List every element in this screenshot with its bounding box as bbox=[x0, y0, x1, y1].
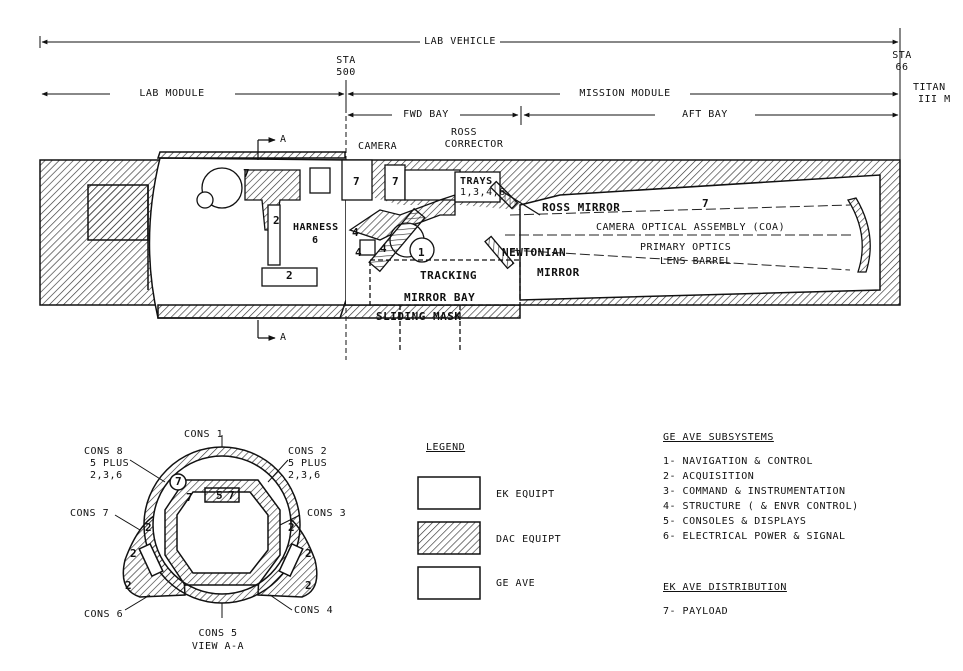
xs-numeral: 2 bbox=[305, 579, 313, 592]
ek-ave-item: 7- PAYLOAD bbox=[663, 606, 729, 617]
legend-ge-label: GE AVE bbox=[496, 578, 536, 589]
cons5-label: CONS 5 bbox=[198, 628, 238, 639]
legend-title: LEGEND bbox=[426, 442, 466, 453]
section-a-top: A bbox=[280, 134, 287, 145]
sliding-mask-label: SLIDING MASK bbox=[376, 310, 462, 323]
xs-numeral: 7 bbox=[186, 491, 194, 504]
ross-corrector-label-2: CORRECTOR bbox=[444, 139, 504, 150]
side-numeral: 1 bbox=[418, 246, 426, 259]
cons1-label: CONS 1 bbox=[184, 429, 224, 440]
cross-section-view bbox=[122, 446, 318, 604]
cons2-label-2: 5 PLUS bbox=[288, 458, 328, 469]
ge-ave-title: GE AVE SUBSYSTEMS bbox=[663, 432, 774, 443]
mirror-bay-label: MIRROR BAY bbox=[404, 291, 476, 304]
cons8-label-1: CONS 8 bbox=[84, 446, 124, 457]
ge-ave-item: 1- NAVIGATION & CONTROL bbox=[663, 456, 813, 467]
trays-label-2: 1,3,4,6 bbox=[460, 187, 506, 198]
side-numeral: 2 bbox=[286, 269, 294, 282]
cons7-label: CONS 7 bbox=[70, 508, 110, 519]
ge-ave-item: 5- CONSOLES & DISPLAYS bbox=[663, 516, 807, 527]
section-markers bbox=[257, 137, 276, 341]
cons2-label-3: 2,3,6 bbox=[288, 470, 321, 481]
xs-numeral: 2 bbox=[145, 521, 153, 534]
cons2-label-1: CONS 2 bbox=[288, 446, 328, 457]
view-aa-label: VIEW A-A bbox=[191, 641, 245, 652]
mirror-label: MIRROR bbox=[537, 266, 580, 279]
fwd-bay-label: FWD BAY bbox=[403, 109, 449, 120]
titan-label-2: III M bbox=[918, 94, 951, 105]
newtonian-label: NEWTONIAN bbox=[502, 246, 567, 259]
xs-numeral: 2 bbox=[130, 547, 138, 560]
ge-ave-list: 1- NAVIGATION & CONTROL 2- ACQUISITION 3… bbox=[663, 456, 859, 546]
xs-numeral: 7 bbox=[175, 475, 183, 488]
xs-numeral: 2 bbox=[305, 547, 313, 560]
side-numeral: 7 bbox=[353, 175, 361, 188]
legend-dac-label: DAC EQUIPT bbox=[496, 534, 562, 545]
aft-bay-label: AFT BAY bbox=[682, 109, 728, 120]
legend-ek-label: EK EQUIPT bbox=[496, 489, 555, 500]
titan-label-1: TITAN bbox=[913, 82, 946, 93]
cons8-label-2: 5 PLUS bbox=[90, 458, 130, 469]
optical-rays bbox=[505, 204, 855, 271]
side-numeral: 7 bbox=[702, 197, 710, 210]
section-a-bottom: A bbox=[280, 332, 287, 343]
xs-numeral: 2 bbox=[288, 521, 296, 534]
lab-vehicle-label: LAB VEHICLE bbox=[424, 36, 496, 47]
dimension-lines bbox=[39, 28, 901, 360]
lab-module-label: LAB MODULE bbox=[139, 88, 205, 99]
cons4-label: CONS 4 bbox=[294, 605, 334, 616]
side-numeral: 4 bbox=[380, 242, 388, 255]
ross-mirror-label: ROSS MIRROR bbox=[542, 201, 621, 214]
xs-numeral: 7 bbox=[228, 489, 236, 502]
side-numeral: 2 bbox=[273, 214, 281, 227]
sta-66-label-2: 66 bbox=[895, 62, 909, 73]
cons3-label: CONS 3 bbox=[307, 508, 347, 519]
side-numeral: 7 bbox=[243, 167, 251, 180]
cross-section-leaders bbox=[114, 435, 301, 618]
primary-optics-label: PRIMARY OPTICS bbox=[640, 242, 732, 253]
trays-label-1: TRAYS bbox=[460, 176, 493, 187]
mission-module-label: MISSION MODULE bbox=[579, 88, 671, 99]
xs-numeral: 2 bbox=[125, 579, 133, 592]
xs-numeral: 5 bbox=[216, 489, 224, 502]
side-numeral: 7 bbox=[392, 175, 400, 188]
ek-ave-title: EK AVE DISTRIBUTION bbox=[663, 582, 787, 593]
tracking-label: TRACKING bbox=[420, 269, 477, 282]
ge-ave-item: 2- ACQUISITION bbox=[663, 471, 755, 482]
sta-66-label-1: STA bbox=[892, 50, 912, 61]
harness-label-2: 6 bbox=[312, 235, 319, 246]
cons6-label: CONS 6 bbox=[84, 609, 124, 620]
ge-ave-item: 3- COMMAND & INSTRUMENTATION bbox=[663, 486, 846, 497]
camera-label: CAMERA bbox=[358, 141, 398, 152]
harness-label-1: HARNESS bbox=[293, 222, 339, 233]
cons8-label-3: 2,3,6 bbox=[90, 470, 123, 481]
sta-500-label-1: STA bbox=[336, 55, 356, 66]
sta-500-label-2: 500 bbox=[336, 67, 356, 78]
coa-label: CAMERA OPTICAL ASSEMBLY (COA) bbox=[596, 222, 786, 233]
ross-corrector-label-1: ROSS bbox=[450, 127, 478, 138]
ge-ave-item: 4- STRUCTURE ( & ENVR CONTROL) bbox=[663, 501, 859, 512]
legend-swatches bbox=[417, 476, 481, 600]
side-numeral: 4 bbox=[352, 226, 360, 239]
ge-ave-item: 6- ELECTRICAL POWER & SIGNAL bbox=[663, 531, 846, 542]
lens-barrel-label: LENS BARREL bbox=[660, 256, 732, 267]
side-numeral: 4 bbox=[355, 246, 363, 259]
equipment bbox=[196, 159, 871, 350]
